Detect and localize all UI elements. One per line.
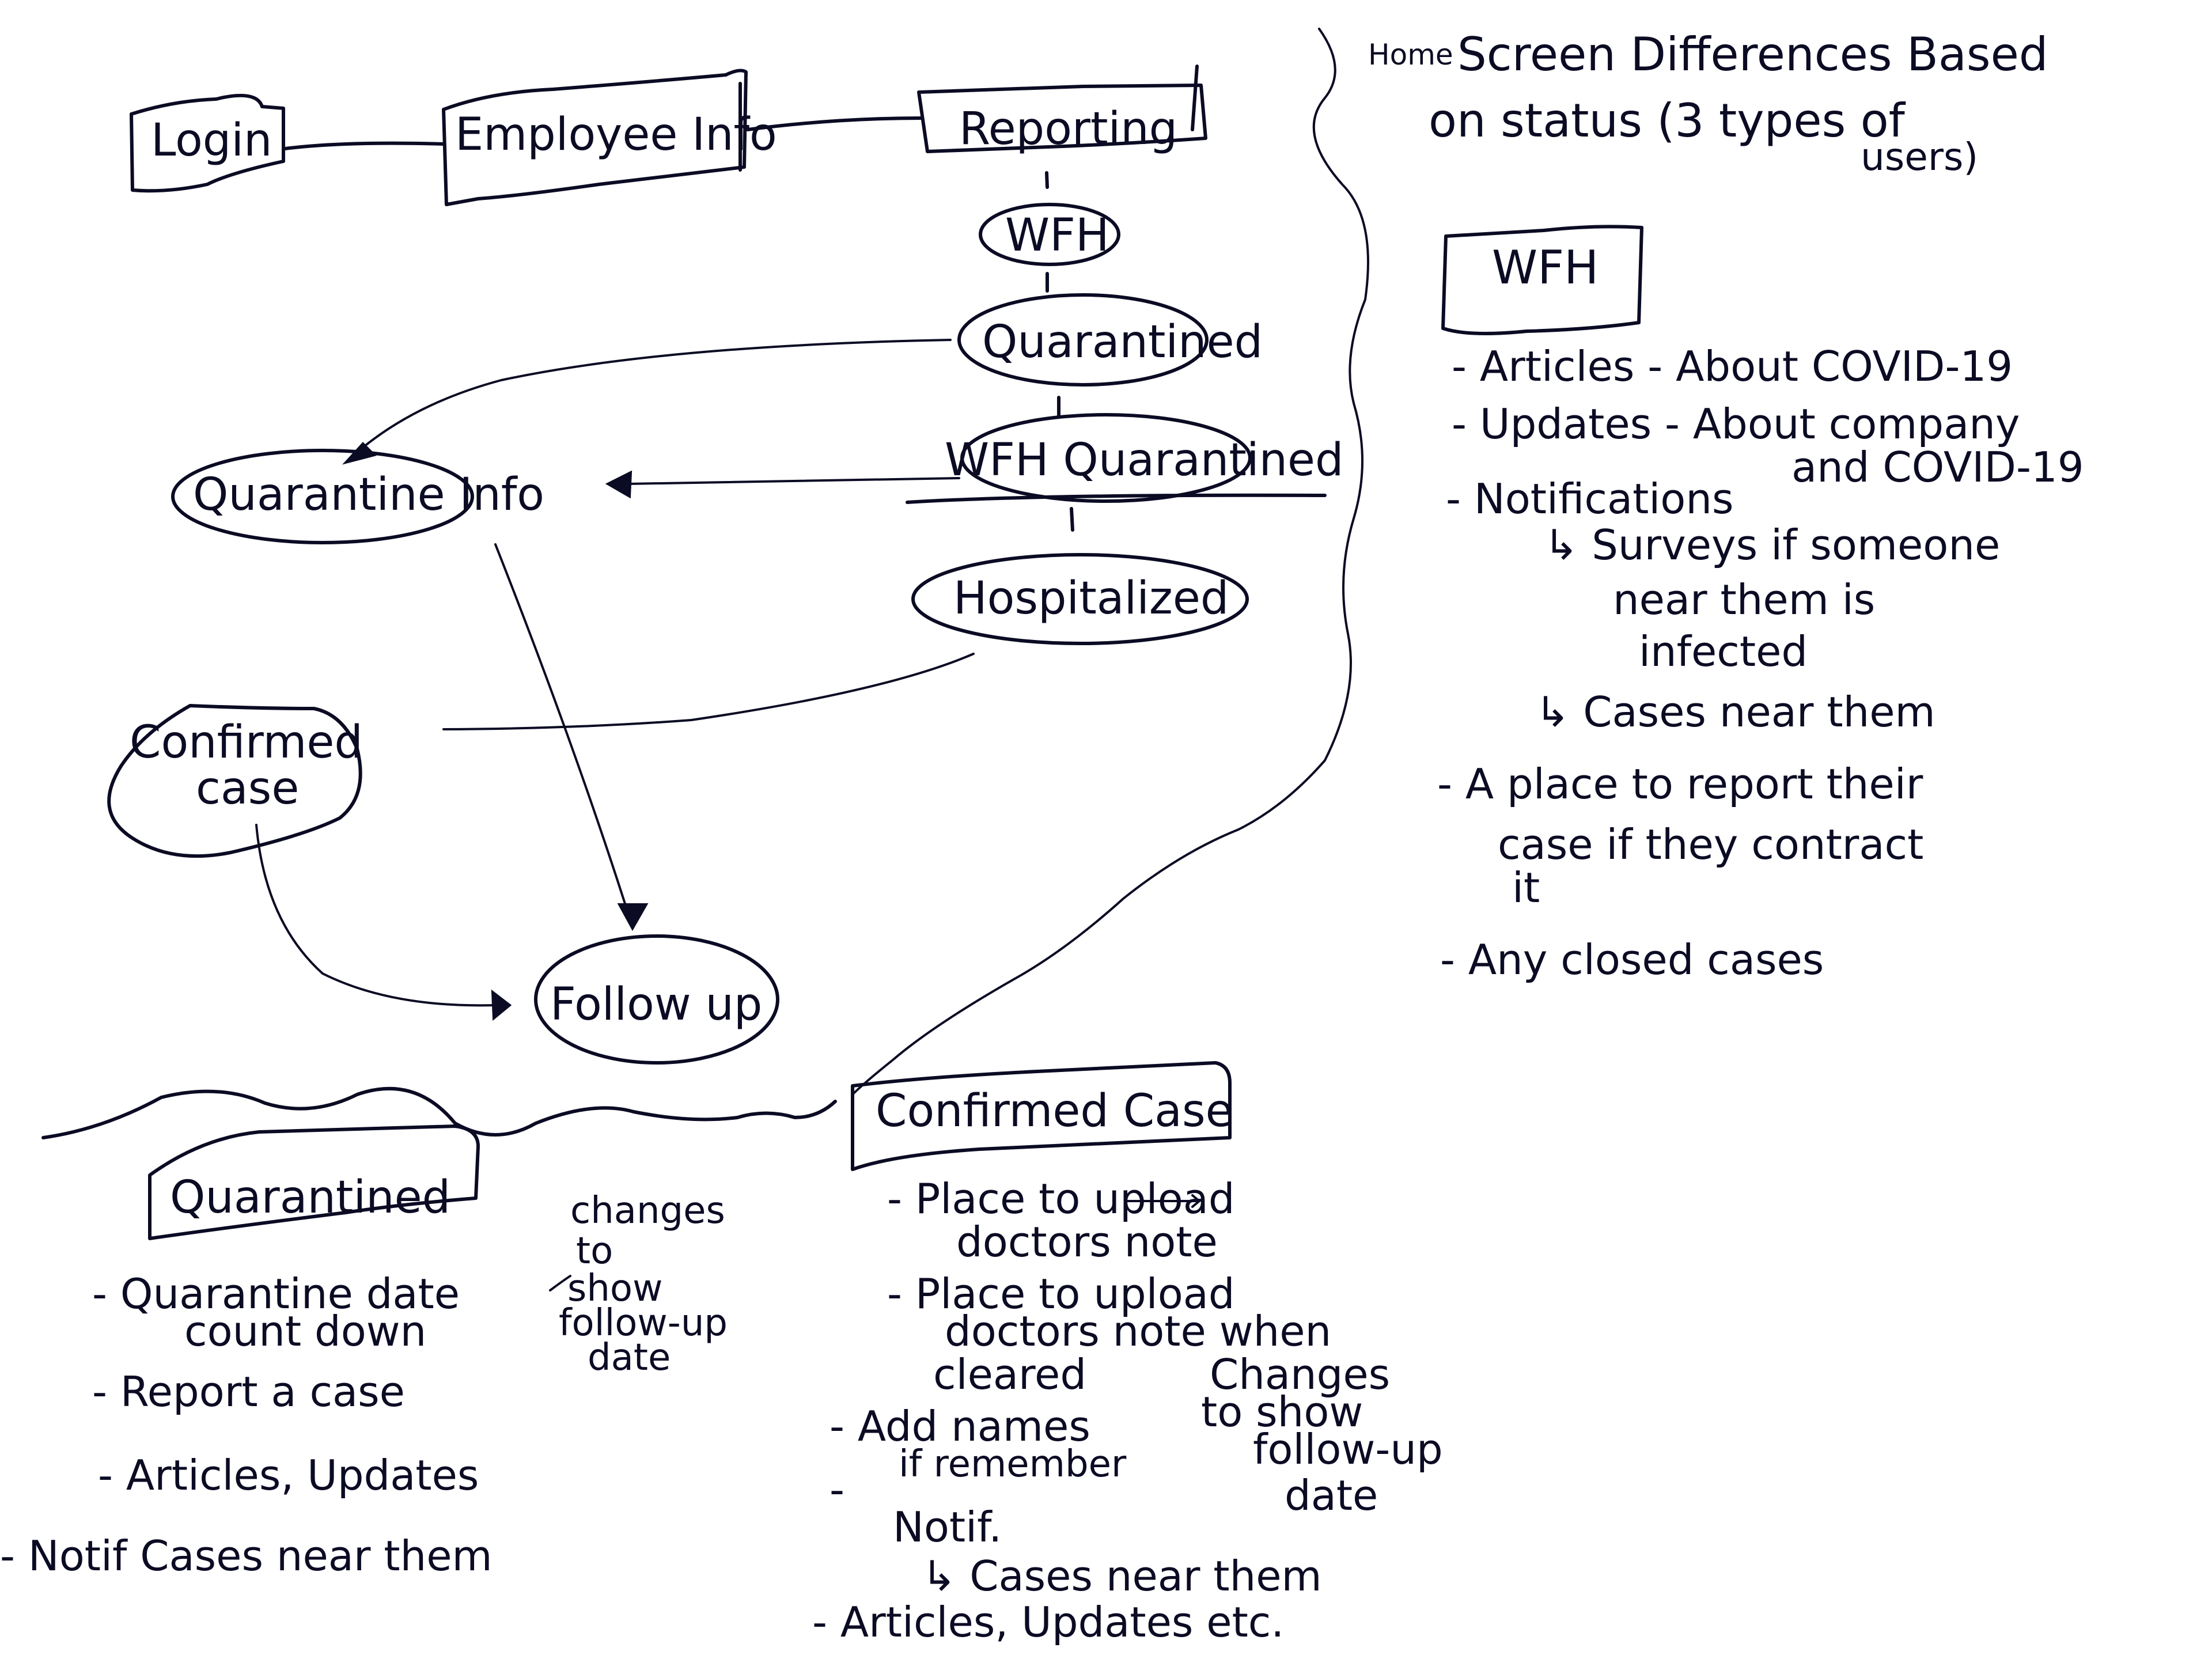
confirmed-panel-heading: Confirmed Case xyxy=(876,1085,1233,1137)
home-screen-title-line1: Screen Differences Based xyxy=(1457,28,2048,81)
edge-quarantined-to-quarantine-info xyxy=(356,339,952,453)
quarantined-item: - Report a case xyxy=(92,1368,405,1416)
vertical-divider xyxy=(851,28,1369,1096)
node-wfh: WFH xyxy=(1005,210,1109,262)
confirmed-side-note: Changes xyxy=(1210,1350,1391,1399)
node-quarantined: Quarantined xyxy=(982,316,1263,368)
quarantined-item: - Notif Cases near them xyxy=(0,1532,493,1580)
node-confirmed-case-line2: case xyxy=(196,763,300,815)
confirmed-item: doctors note when xyxy=(945,1307,1332,1355)
quarantined-panel-box xyxy=(148,1124,480,1240)
quarantined-panel-heading: Quarantined xyxy=(170,1172,451,1224)
wfh-item: infected xyxy=(1639,627,1808,676)
quarantined-node-shape xyxy=(957,293,1209,387)
confirmed-item: cleared xyxy=(933,1350,1087,1399)
quarantined-item: - Articles, Updates xyxy=(98,1451,479,1499)
confirmed-item: doctors note xyxy=(956,1218,1218,1266)
reporting-box xyxy=(917,84,1207,153)
home-screen-title-prefix: Home xyxy=(1368,38,1453,71)
wfh-item: ↳ Surveys if someone xyxy=(1544,521,2001,569)
node-login: Login xyxy=(151,115,272,166)
wfh-item: - Updates - About company xyxy=(1452,400,2020,448)
quarantined-item: count down xyxy=(184,1307,427,1355)
confirmed-item: - Place to upload xyxy=(887,1270,1235,1318)
node-hospitalized: Hospitalized xyxy=(953,573,1229,624)
quarantined-side-note: show xyxy=(567,1267,663,1310)
login-box xyxy=(130,93,285,193)
wfh-item: - Notifications xyxy=(1446,475,1734,523)
confirmed-item: - xyxy=(830,1465,844,1514)
hospitalized-node-shape xyxy=(911,553,1249,645)
quarantine-info-node-shape xyxy=(171,449,474,544)
node-follow-up: Follow up xyxy=(550,979,763,1031)
edge-wfh-quarantined-to-quarantine-info xyxy=(627,477,960,485)
wfh-item: it xyxy=(1512,863,1540,912)
edge-confirmed-to-follow-up xyxy=(255,824,497,1007)
wfh-item: and COVID-19 xyxy=(1791,443,2084,491)
confirmed-item: Notif. xyxy=(893,1503,1002,1551)
confirmed-case-node-shape xyxy=(107,704,362,858)
wfh-item: case if they contract xyxy=(1498,820,1924,869)
confirmed-item: - Add names xyxy=(830,1402,1090,1450)
node-employee-info: Employee Info xyxy=(455,109,777,161)
node-confirmed-case-line1: Confirmed xyxy=(130,717,363,768)
edge-quarantine-info-to-follow-up xyxy=(494,543,632,923)
confirmed-item: if remember xyxy=(899,1443,1127,1486)
home-screen-title-line2: on status (3 types of xyxy=(1429,94,1905,147)
node-reporting: Reporting xyxy=(959,103,1178,155)
employee-info-box xyxy=(442,69,748,206)
wfh-quarantined-node-shape xyxy=(960,413,1252,503)
wfh-panel-box xyxy=(1441,225,1643,335)
confirmed-item: - Place to upload xyxy=(887,1175,1235,1223)
confirmed-item: - Articles, Updates etc. xyxy=(812,1598,1285,1646)
wfh-item: - Any closed cases xyxy=(1440,935,1824,984)
edge-employee-reporting xyxy=(746,116,923,131)
confirmed-side-note: follow-up xyxy=(1253,1425,1443,1474)
follow-up-node-shape xyxy=(534,934,779,1065)
wfh-node-shape xyxy=(979,203,1120,266)
node-wfh-quarantined: WFH Quarantined xyxy=(945,434,1344,486)
wfh-item: near them is xyxy=(1613,575,1876,624)
node-quarantine-info: Quarantine Info xyxy=(193,469,545,521)
quarantined-side-note: follow-up xyxy=(559,1302,728,1344)
wfh-panel-heading: WFH xyxy=(1492,241,1599,294)
wfh-item: ↳ Cases near them xyxy=(1535,688,1936,736)
quarantined-item: - Quarantine date xyxy=(92,1270,460,1318)
confirmed-item: ↳ Cases near them xyxy=(922,1552,1322,1600)
edge-hospitalized-to-confirmed xyxy=(442,653,975,730)
quarantined-side-note: to xyxy=(576,1230,613,1272)
wfh-item: - Articles - About COVID-19 xyxy=(1452,342,2013,391)
home-screen-title-line3: users) xyxy=(1861,135,1979,179)
confirmed-side-note: to show xyxy=(1201,1388,1363,1436)
quarantined-side-note: date xyxy=(588,1336,671,1379)
wfh-item: - A place to report their xyxy=(1437,760,1923,808)
confirmed-side-note: date xyxy=(1285,1471,1378,1520)
edge-login-employee xyxy=(283,141,445,150)
confirmed-panel-box xyxy=(851,1061,1232,1171)
quarantined-side-note: changes xyxy=(570,1190,725,1232)
horizontal-divider xyxy=(41,1086,837,1139)
